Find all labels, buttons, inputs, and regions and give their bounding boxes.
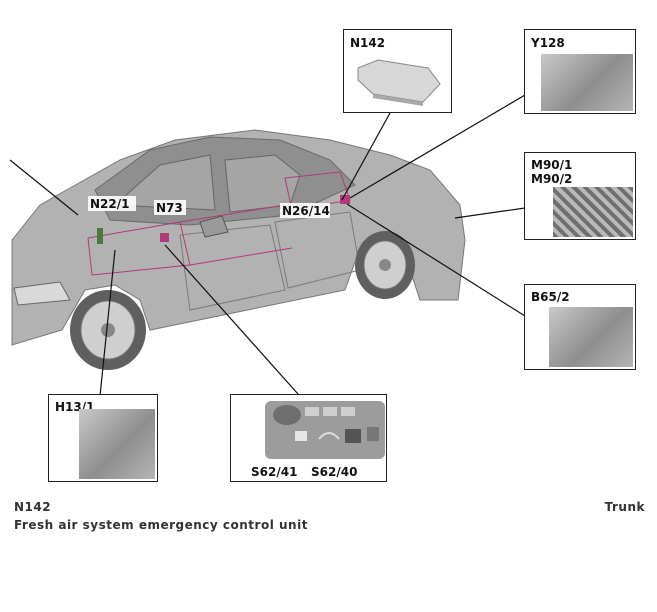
front-wheel (70, 290, 146, 370)
b65-2-photo (549, 307, 633, 367)
callout-s62: S62/41 S62/40 (230, 394, 387, 482)
callout-m90-2-label: M90/2 (531, 172, 573, 186)
n73-module (160, 233, 169, 242)
callout-n142: N142 (343, 29, 452, 113)
component-code: N142 (14, 500, 52, 514)
label-n26-14: N26/14 (282, 204, 330, 218)
callout-y128-label: Y128 (531, 36, 565, 50)
h13-1-photo (79, 409, 155, 479)
rear-wheel (355, 231, 415, 299)
callout-b65-2-label: B65/2 (531, 290, 570, 304)
label-n22-1: N22/1 (90, 197, 129, 211)
callout-m90: M90/1 M90/2 (524, 152, 636, 240)
y128-photo (541, 54, 633, 111)
n142-module (340, 195, 350, 204)
n22-1-module (97, 228, 103, 244)
callout-s62-40-label: S62/40 (311, 465, 358, 479)
n142-unit-image (357, 59, 441, 106)
callout-s62-41-label: S62/41 (251, 465, 298, 479)
callout-h13-1: H13/1 (48, 394, 158, 482)
callout-m90-1-label: M90/1 (531, 158, 573, 172)
callout-n142-label: N142 (350, 36, 386, 50)
overhead-control-panel-image (265, 401, 385, 459)
m90-photo (553, 187, 633, 237)
component-location: Trunk (604, 500, 645, 514)
label-n73: N73 (156, 201, 183, 215)
callout-y128: Y128 (524, 29, 636, 114)
leader-lines (9, 94, 526, 397)
component-description: Fresh air system emergency control unit (14, 518, 308, 532)
callout-b65-2: B65/2 (524, 284, 636, 370)
